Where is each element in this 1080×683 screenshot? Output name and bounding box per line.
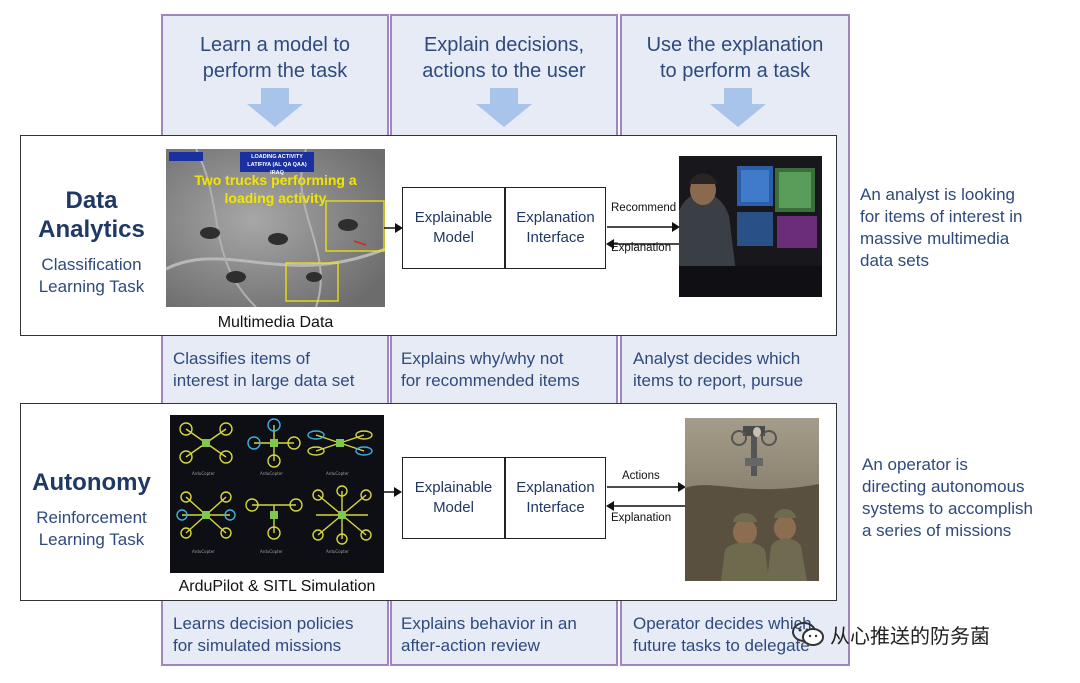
analyst-image [679,156,822,297]
data-analytics-subtitle: Classification Learning Task [38,255,145,296]
watermark-text: 从心推送的防务菌 [830,623,990,648]
autonomy-title: Autonomy [32,469,151,496]
multimedia-image: LOADING ACTIVITY LATIFIYA (AL QA QAA) IR… [166,149,385,307]
svg-text:ArduCopter: ArduCopter [192,549,215,554]
explainable-model-box: Explainable Model Explanation Interface [402,457,606,539]
column-title: Explain decisions, actions to the user [422,34,586,82]
image-overlay-text: Two trucks performing a loading activity [194,172,357,206]
autonomy-side-text: An operator is directing autonomous syst… [862,455,1033,540]
box-divider [504,458,506,538]
explanation-label: Explanation [611,242,672,254]
use-caption-analytics: Analyst decides which items to report, p… [633,349,804,390]
right-arrow-icon [383,487,402,497]
learn-caption-analytics: Classifies items of interest in large da… [173,349,355,390]
explanation-interface-label: Explanation Interface [516,479,595,516]
autonomy-subtitle: Reinforcement Learning Task [36,508,147,549]
box-divider [504,188,506,268]
use-caption-autonomy: Operator decides which future tasks to d… [633,614,812,655]
multimedia-caption: Multimedia Data [217,314,334,331]
ardupilot-caption: ArduPilot & SITL Simulation [178,578,376,595]
svg-text:ArduCopter: ArduCopter [192,471,215,476]
column-title: Use the explanation to perform a task [646,34,824,82]
right-arrow-icon [384,223,403,233]
explain-caption-autonomy: Explains behavior in an after-action rev… [401,614,577,655]
column-title: Learn a model to perform the task [199,34,351,82]
watermark: 从心推送的防务菌 [790,618,990,650]
image-banner: LOADING ACTIVITY LATIFIYA (AL QA QAA) IR… [247,154,307,176]
svg-text:ArduCopter: ArduCopter [326,471,349,476]
double-arrow-icon [606,222,680,249]
down-arrow-icon [710,88,766,127]
wechat-icon [792,622,824,646]
svg-text:ArduCopter: ArduCopter [260,549,283,554]
data-analytics-title: Data Analytics [38,187,145,243]
down-arrow-icon [247,88,303,127]
operator-image [685,418,819,581]
actions-label: Actions [622,470,660,482]
svg-text:ArduCopter: ArduCopter [260,471,283,476]
explanation-label: Explanation [611,512,672,524]
double-arrow-icon [606,482,686,511]
explanation-interface-label: Explanation Interface [516,209,595,246]
down-arrow-icon [476,88,532,127]
explainable-model-label: Explainable Model [414,479,493,516]
explainable-model-label: Explainable Model [414,209,493,246]
explain-caption-analytics: Explains why/why not for recommended ite… [401,349,580,390]
svg-text:ArduCopter: ArduCopter [326,549,349,554]
explainable-model-box: Explainable Model Explanation Interface [402,187,606,269]
data-analytics-side-text: An analyst is looking for items of inter… [860,185,1023,270]
recommend-label: Recommend [611,202,677,214]
learn-caption-autonomy: Learns decision policies for simulated m… [173,614,354,655]
